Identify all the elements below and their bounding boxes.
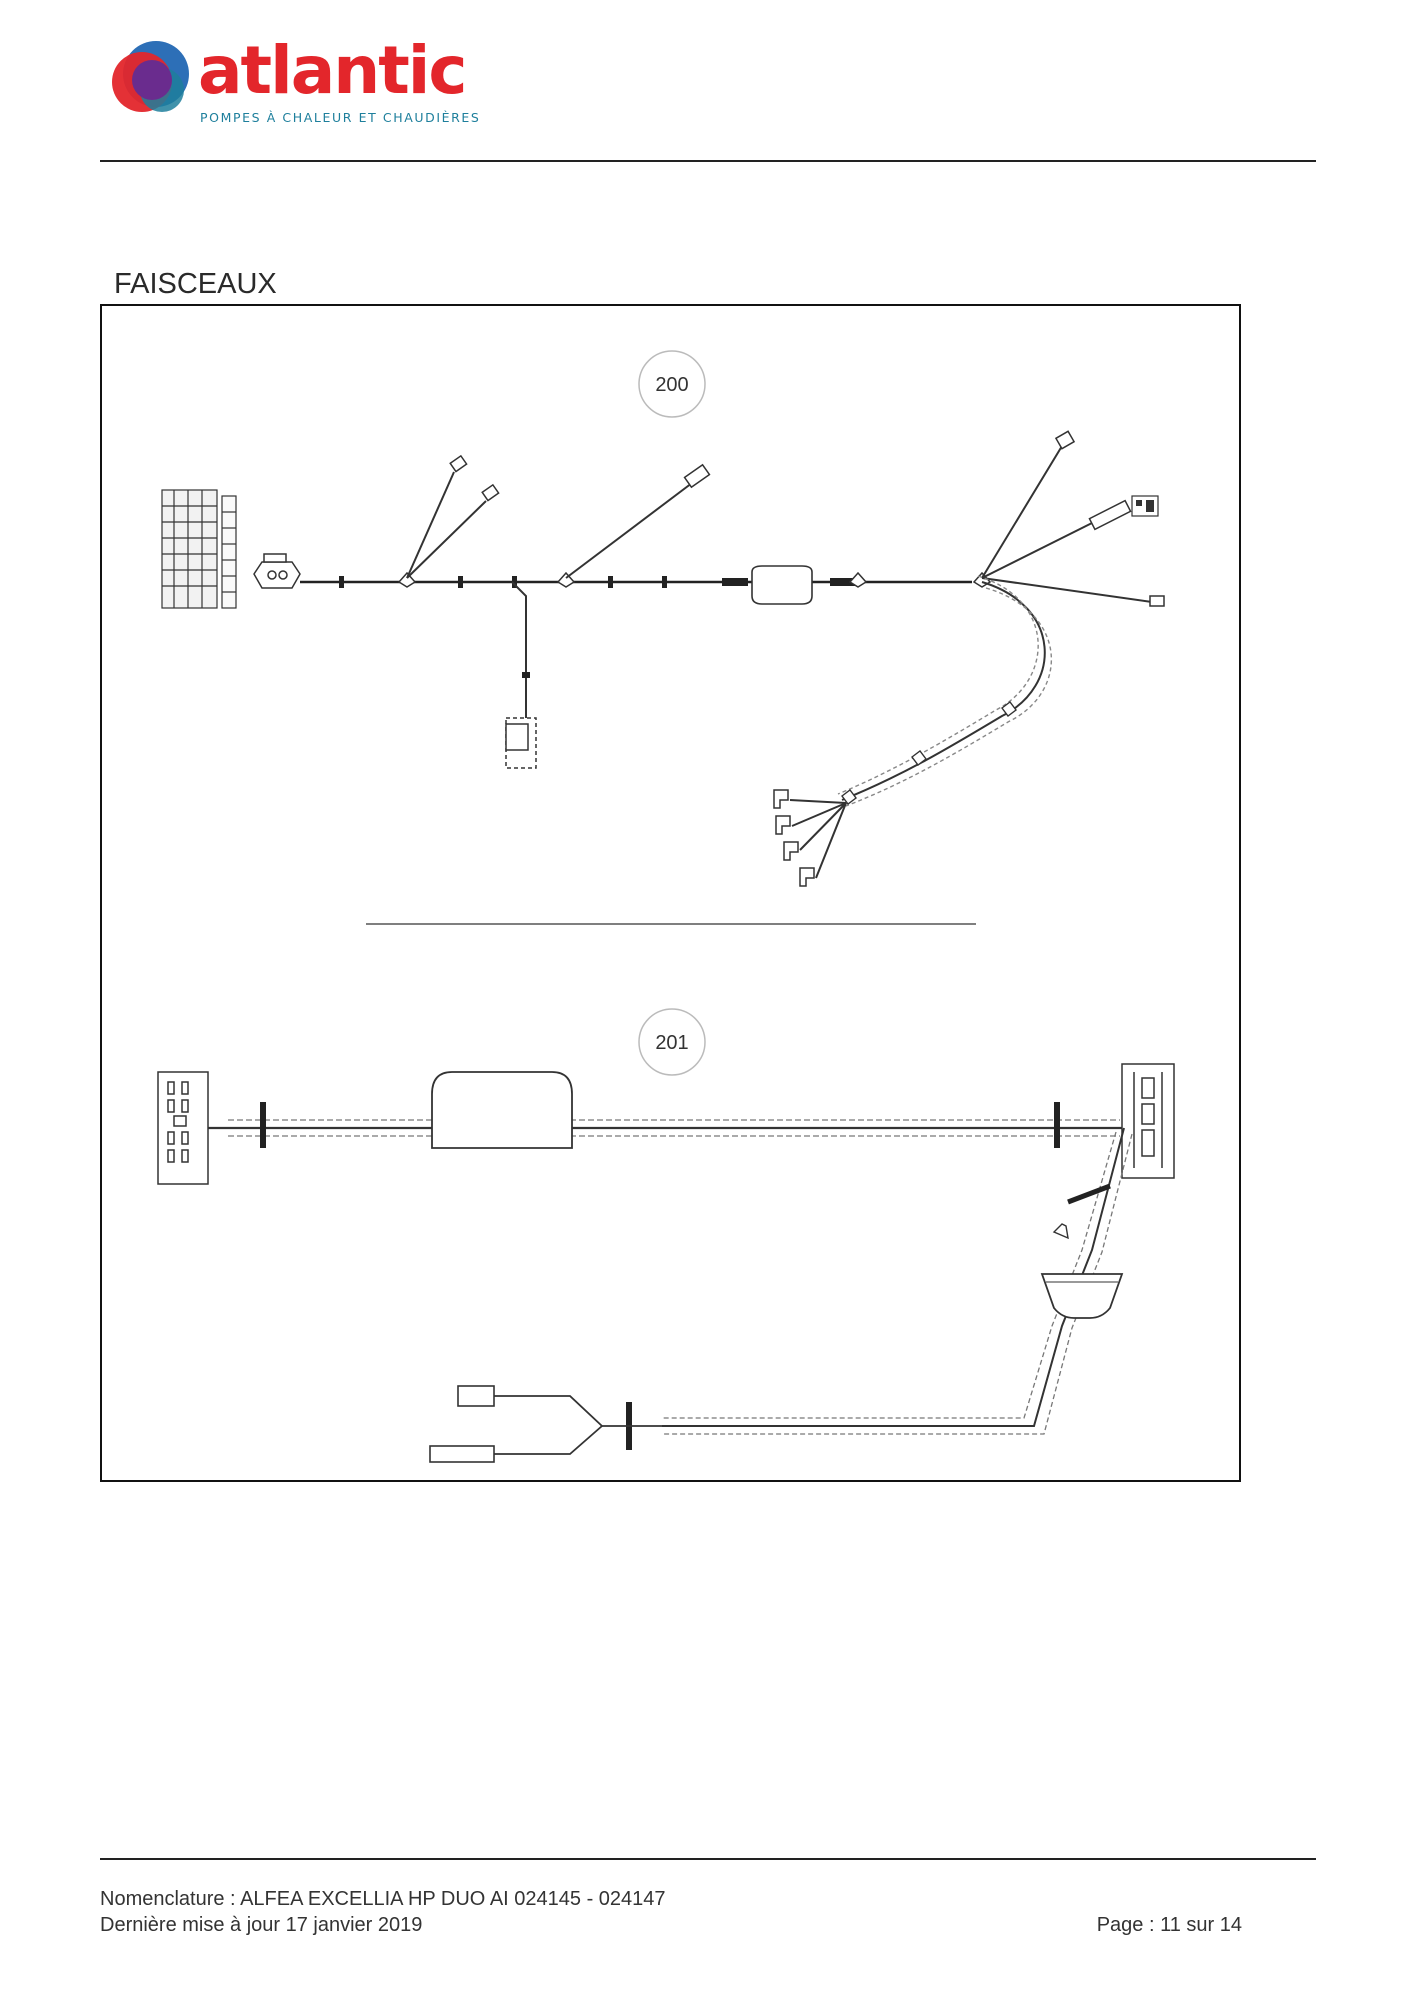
end-connector <box>457 1385 495 1407</box>
grommet <box>1040 1273 1124 1319</box>
cable-clips <box>339 576 856 588</box>
footer-nomenclature: Nomenclature : ALFEA EXCELLIA HP DUO AI … <box>100 1888 666 1910</box>
overmould-housing <box>751 565 813 605</box>
small-connector <box>1054 430 1076 450</box>
atlantic-logo: atlantic POMPES À CHALEUR ET CHAUDIÈRES <box>112 32 492 128</box>
ref-label-200: 200 <box>655 374 688 396</box>
terminal-block-connector <box>161 489 237 609</box>
clip-marker <box>1052 1223 1069 1240</box>
overmould-housing <box>431 1071 573 1149</box>
small-connector <box>449 454 468 473</box>
small-connector <box>481 483 500 502</box>
header-divider <box>100 160 1316 162</box>
section-title: FAISCEAUX <box>114 268 277 300</box>
harness-diagram: 200 <box>157 350 1175 1463</box>
page-number: Page : 11 sur 14 <box>1096 1914 1242 1936</box>
right-connector-block <box>1121 1063 1175 1179</box>
harness-200: 200 <box>161 350 1165 887</box>
small-connector <box>1149 595 1165 607</box>
brand-tagline: POMPES À CHALEUR ET CHAUDIÈRES <box>200 110 481 125</box>
cable-clamp <box>1067 1183 1111 1205</box>
long-connector <box>1088 499 1132 531</box>
terminal-connectors <box>773 789 815 887</box>
footer-divider <box>100 1858 1316 1860</box>
sensor-connector <box>683 463 711 489</box>
branch-nodes <box>397 571 992 588</box>
ref-label-201: 201 <box>655 1032 688 1054</box>
harness-diagram-frame: 200 <box>100 304 1241 1482</box>
cable-clamp <box>260 1102 266 1148</box>
connector-detail-icon <box>1131 495 1159 517</box>
left-connector-block <box>157 1071 209 1185</box>
footer-update-date: Dernière mise à jour 17 janvier 2019 <box>100 1914 423 1936</box>
brand-name: atlantic <box>198 32 468 109</box>
ref-bubble-201 <box>638 1008 706 1076</box>
plug-connector <box>253 553 301 589</box>
logo-emblem-icon <box>112 41 189 112</box>
sensor-body <box>505 723 529 751</box>
cable-clamp <box>1054 1102 1060 1148</box>
harness-201: 201 <box>157 1008 1175 1463</box>
ref-bubble-200 <box>638 350 706 418</box>
end-connector <box>429 1445 495 1463</box>
